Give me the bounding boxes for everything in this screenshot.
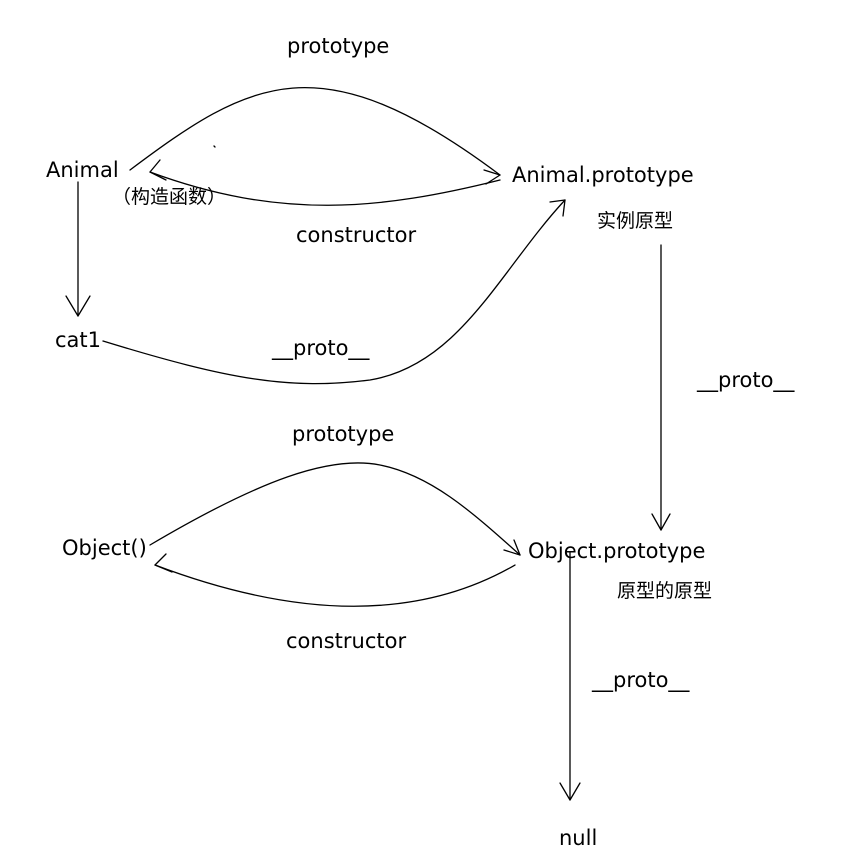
arrowhead-object-proto-null bbox=[559, 782, 581, 801]
label-animal-constructor: constructor bbox=[296, 223, 417, 247]
node-cat1: cat1 bbox=[55, 328, 102, 352]
arrowhead-object-prototype bbox=[503, 539, 521, 556]
edge-cat1-proto bbox=[102, 199, 566, 385]
node-null: null bbox=[559, 826, 598, 850]
arrowhead-cat1-proto bbox=[549, 199, 566, 217]
node-animal-prototype-note: 实例原型 bbox=[597, 210, 674, 232]
edge-object-constructor bbox=[154, 564, 516, 607]
edge-object-prototype bbox=[149, 462, 521, 556]
node-object-prototype-note: 原型的原型 bbox=[617, 580, 713, 602]
edge-animal-prototype bbox=[129, 86, 501, 176]
edge-animal-constructor bbox=[149, 171, 501, 206]
arrowhead-animal-cat1 bbox=[65, 295, 91, 317]
arrowhead-animal-prototype bbox=[483, 169, 501, 185]
label-animal-prototype: prototype bbox=[287, 34, 390, 58]
label-object-proto-null: __proto__ bbox=[592, 668, 690, 692]
arrowhead-animal-proto-chain bbox=[651, 513, 671, 531]
label-cat1-proto: __proto__ bbox=[272, 336, 370, 360]
label-object-prototype: prototype bbox=[292, 422, 395, 446]
arrowhead-object-constructor bbox=[154, 553, 173, 573]
node-animal-note: （构造函数） bbox=[112, 186, 227, 208]
node-object-constructor: Object() bbox=[62, 536, 147, 560]
arrowhead-animal-constructor bbox=[149, 159, 167, 181]
label-object-constructor: constructor bbox=[286, 629, 407, 653]
stray-mark bbox=[213, 145, 216, 148]
node-animal-prototype: Animal.prototype bbox=[512, 163, 694, 187]
node-animal: Animal bbox=[46, 158, 119, 182]
node-object-prototype: Object.prototype bbox=[528, 539, 706, 563]
label-animal-proto-chain: __proto__ bbox=[697, 368, 795, 392]
